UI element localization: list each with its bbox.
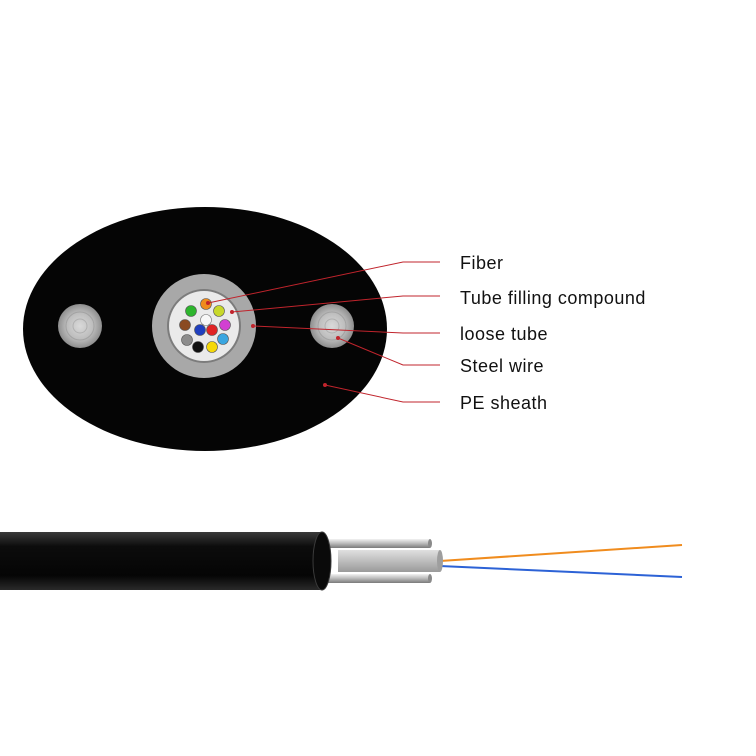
fiber-green	[185, 305, 197, 317]
leader-steel-wire-dot	[336, 336, 340, 340]
leader-pe-sheath-dot	[323, 383, 327, 387]
steel-wire-left	[58, 304, 102, 348]
fiber-white	[200, 314, 212, 326]
steel-wire-right	[310, 304, 354, 348]
side-steel-wire-top	[322, 539, 430, 548]
label-tube-filling-compound: Tube filling compound	[460, 288, 646, 308]
fiber-blue	[194, 324, 206, 336]
leader-fiber-dot	[206, 301, 210, 305]
cross-section	[23, 207, 387, 451]
leader-loose-tube-dot	[251, 324, 255, 328]
side-pe-sheath-end-rim	[312, 531, 332, 591]
side-view	[0, 531, 683, 591]
fiber-grey	[181, 334, 193, 346]
fiber-black	[192, 341, 204, 353]
leader-loose-tube	[252, 325, 440, 334]
side-steel-wire-bottom-end	[428, 574, 432, 583]
fiber-red	[206, 324, 218, 336]
side-pe-sheath	[0, 532, 322, 590]
side-steel-wire-top-end	[428, 539, 432, 548]
fiber-yellow	[206, 341, 218, 353]
side-steel-wire-bottom	[322, 574, 430, 583]
side-pe-sheath-end	[313, 532, 331, 590]
leader-lines	[206, 261, 440, 403]
leader-pe-sheath	[324, 384, 440, 403]
side-loose-tube	[338, 550, 440, 572]
label-loose-tube: loose tube	[460, 324, 548, 344]
label-steel-wire: Steel wire	[460, 356, 544, 376]
fiber-aqua	[217, 333, 229, 345]
fiber-brown	[179, 319, 191, 331]
leader-tube-filling-compound	[231, 295, 440, 313]
leader-steel-wire	[337, 337, 440, 366]
fiber-violet	[219, 319, 231, 331]
labels: Fiber Tube filling compound loose tube S…	[460, 253, 646, 413]
leader-fiber	[207, 261, 440, 304]
fiber-orange	[200, 298, 212, 310]
side-fiber-orange	[439, 544, 683, 562]
side-fiber-blue	[439, 565, 683, 578]
side-loose-tube-end	[437, 550, 443, 572]
label-pe-sheath: PE sheath	[460, 393, 548, 413]
leader-tube-filling-compound-dot	[230, 310, 234, 314]
label-fiber: Fiber	[460, 253, 504, 273]
fiber-yellow-green	[213, 305, 225, 317]
